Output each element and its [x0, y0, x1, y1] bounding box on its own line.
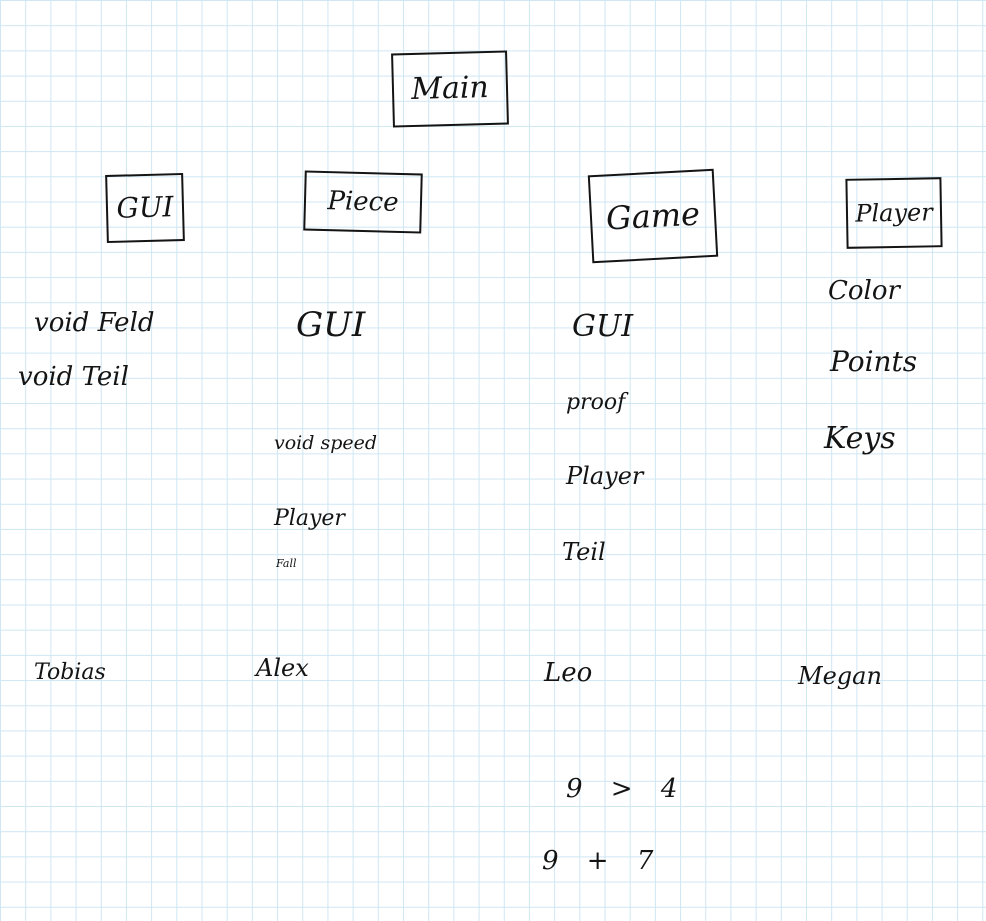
player-box-label: Player: [855, 198, 933, 228]
player-item-keys: Keys: [824, 421, 896, 456]
gui-box-label: GUI: [116, 190, 174, 225]
piece-item-gui: GUI: [296, 305, 366, 345]
game-item-teil: Teil: [562, 538, 606, 566]
piece-owner: Alex: [256, 654, 309, 682]
game-box-label: Game: [605, 194, 701, 238]
piece-box-label: Piece: [327, 186, 399, 218]
piece-box: Piece: [303, 170, 423, 234]
main-box: Main: [391, 50, 509, 128]
game-owner: Leo: [544, 658, 593, 688]
player-item-color: Color: [828, 276, 900, 306]
game-item-proof: proof: [566, 390, 626, 415]
piece-item-player: Player: [274, 506, 345, 531]
player-item-points: Points: [830, 345, 918, 378]
player-owner: Megan: [798, 662, 882, 690]
gui-item-void-teil: void Teil: [18, 362, 129, 392]
piece-item-fall: Fall: [276, 557, 297, 570]
piece-item-void-speed: void speed: [274, 432, 378, 454]
game-item-player: Player: [566, 462, 644, 490]
main-box-label: Main: [410, 69, 490, 108]
note-sum: 9 + 7: [542, 846, 664, 876]
game-box: Game: [587, 168, 719, 264]
gui-item-void-feld: void Feld: [34, 308, 155, 338]
note-comparison: 9 > 4: [566, 774, 688, 804]
player-box: Player: [845, 177, 943, 249]
gui-box: GUI: [105, 172, 185, 244]
gui-owner: Tobias: [34, 660, 106, 685]
game-item-gui: GUI: [572, 309, 634, 344]
